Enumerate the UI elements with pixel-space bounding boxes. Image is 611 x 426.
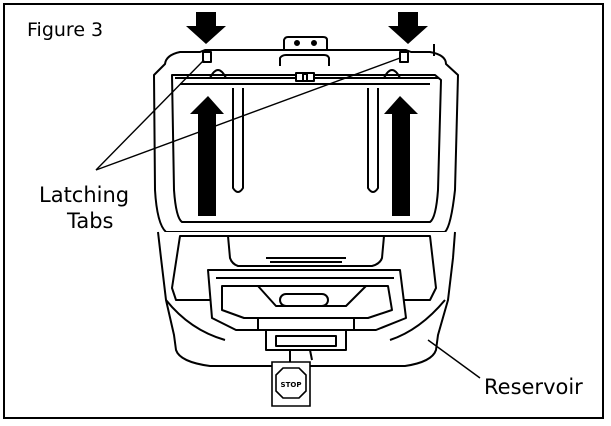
right-up-arrow xyxy=(384,96,418,216)
figure-label: Figure 3 xyxy=(27,19,104,41)
latching-leader-left xyxy=(95,59,205,171)
latching-tabs-callout: Latching Tabs xyxy=(39,182,129,234)
spout-opening xyxy=(279,293,329,307)
latching-callout-line2: Tabs xyxy=(67,209,114,233)
stop-sign-icon xyxy=(275,367,307,399)
front-drawer xyxy=(227,235,385,267)
stop-tag xyxy=(271,361,311,407)
stop-sign-text: STOP xyxy=(281,381,302,389)
right-down-arrow xyxy=(388,12,428,44)
center-latch xyxy=(279,54,330,66)
left-latching-tab xyxy=(202,51,212,63)
left-post xyxy=(232,88,244,193)
tank-outer-shell xyxy=(153,49,459,233)
latching-leader-right xyxy=(95,57,401,171)
left-up-arrow xyxy=(190,96,224,216)
right-post xyxy=(367,88,379,193)
right-latching-tab xyxy=(399,51,409,63)
tank-inner-rim xyxy=(171,74,442,223)
left-down-arrow xyxy=(186,12,226,44)
reservoir-leader xyxy=(427,339,481,379)
reservoir-callout: Reservoir xyxy=(484,375,583,399)
latching-callout-line1: Latching xyxy=(39,183,130,207)
